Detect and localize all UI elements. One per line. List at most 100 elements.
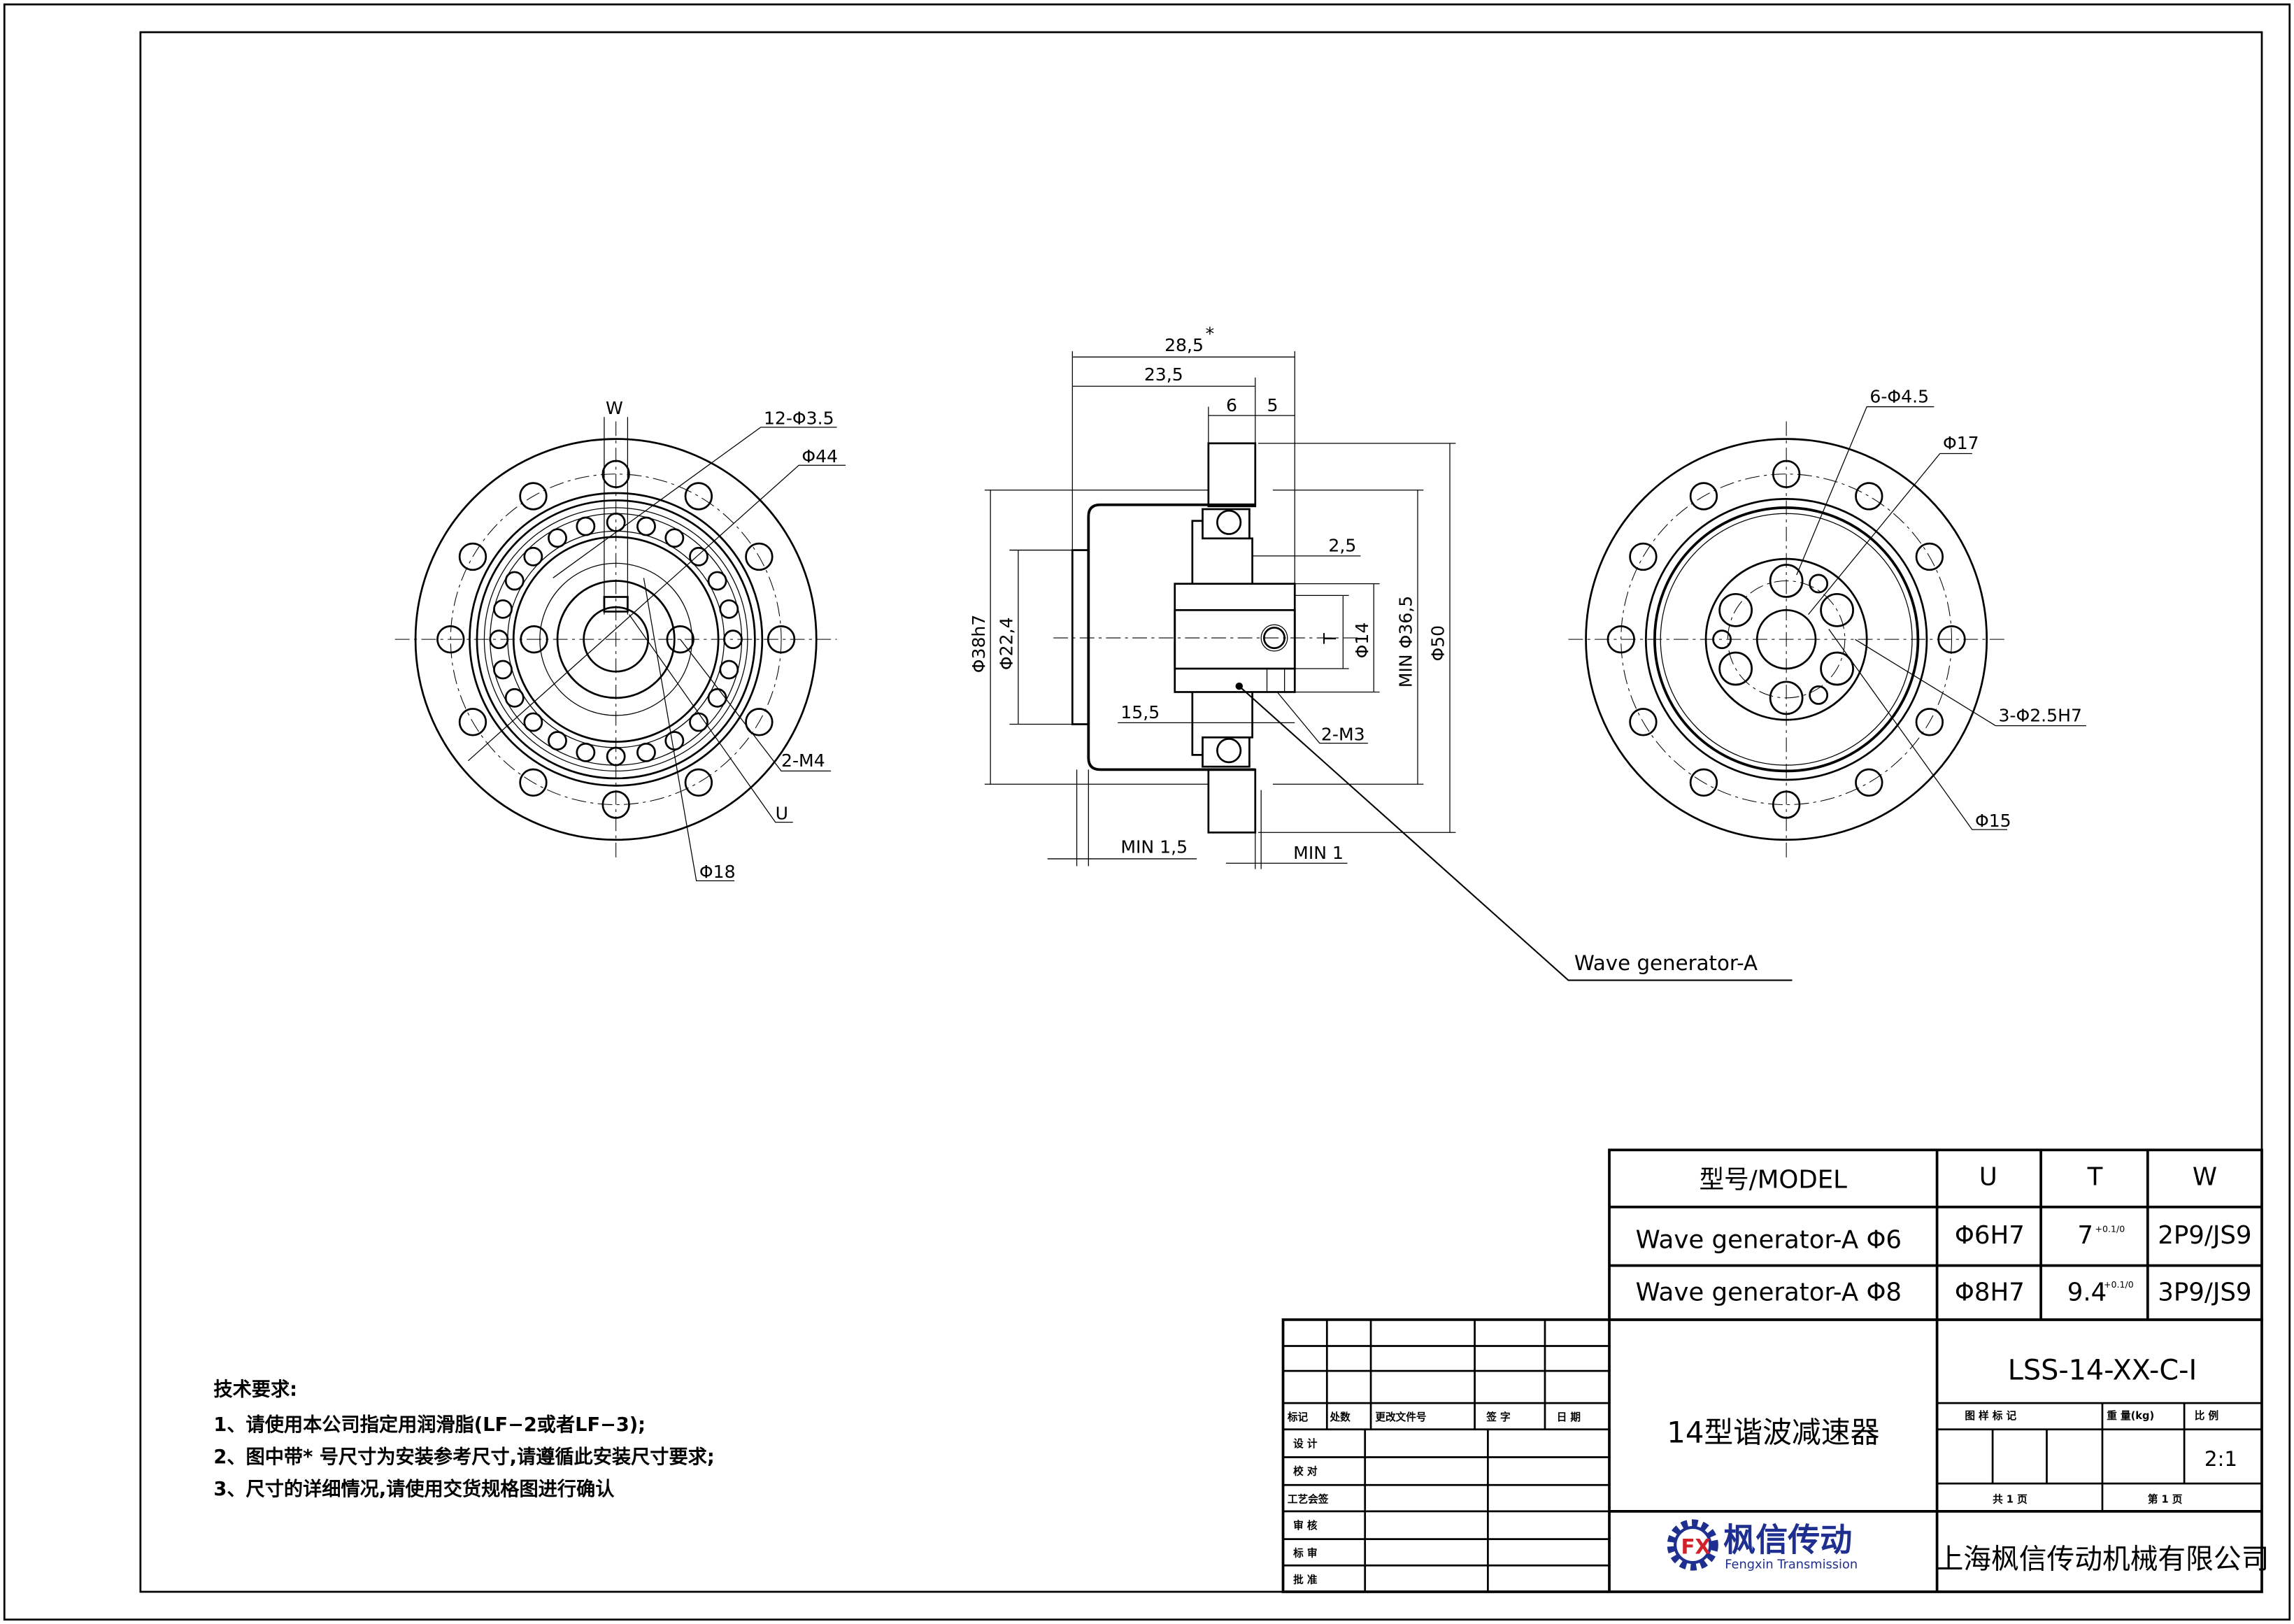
note-2: 2、图中带* 号尺寸为安装参考尺寸,请遵循此安装尺寸要求; bbox=[213, 1446, 714, 1468]
header-model: 型号/MODEL bbox=[1700, 1166, 1848, 1195]
logo-en: Fengxin Transmission bbox=[1725, 1557, 1858, 1572]
pin-hole bbox=[1712, 629, 1732, 650]
row2-w: 3P9/JS9 bbox=[2158, 1278, 2251, 1307]
bolt-hole bbox=[1689, 768, 1718, 797]
bolt-hole bbox=[601, 790, 630, 819]
dim-28-5: 28,5 bbox=[1164, 335, 1204, 355]
product-name: 14型谐波减速器 bbox=[1667, 1416, 1879, 1450]
bolt-hole bbox=[1606, 625, 1635, 654]
mount-hole bbox=[1820, 592, 1854, 627]
dim-u: U bbox=[776, 803, 788, 823]
bearing-ball bbox=[719, 660, 739, 680]
header-w: W bbox=[2193, 1162, 2217, 1191]
label-drawing-mark: 图 样 标 记 bbox=[1965, 1409, 2016, 1422]
dim-min-d36-5: MIN Φ36,5 bbox=[1396, 596, 1416, 688]
bearing-ball bbox=[707, 688, 727, 708]
bolt-hole bbox=[1855, 768, 1883, 797]
page-number: 第 1 页 bbox=[2148, 1493, 2183, 1505]
dim-15-5: 15,5 bbox=[1120, 702, 1160, 722]
company-logo: FX 枫信传动 Fengxin Transmission bbox=[1667, 1519, 1858, 1572]
bearing-ball bbox=[719, 599, 739, 619]
bolt-hole bbox=[1629, 708, 1658, 736]
dim-min-1: MIN 1 bbox=[1293, 843, 1344, 863]
row2-u: Φ8H7 bbox=[1955, 1278, 2025, 1307]
technical-notes: 技术要求: 1、请使用本公司指定用润滑脂(LF−2或者LF−3); 2、图中带*… bbox=[213, 1379, 714, 1500]
dim-w: W bbox=[606, 398, 623, 418]
role-design: 设 计 bbox=[1293, 1437, 1318, 1450]
bearing-ball bbox=[576, 742, 596, 762]
mount-hole bbox=[1769, 564, 1804, 598]
bearing-ball bbox=[504, 571, 525, 591]
bolt-hole bbox=[1689, 482, 1718, 511]
dim-6: 6 bbox=[1226, 395, 1237, 415]
note-3: 3、尺寸的详细情况,请使用交货规格图进行确认 bbox=[213, 1478, 615, 1500]
scale-value: 2:1 bbox=[2204, 1447, 2237, 1471]
bearing-ball bbox=[664, 731, 685, 751]
total-pages: 共 1 页 bbox=[1993, 1493, 2028, 1505]
bearing-ball bbox=[576, 516, 596, 536]
dim-d15: Φ15 bbox=[1975, 811, 2011, 831]
header-u: U bbox=[1979, 1162, 1997, 1191]
role-process: 工艺会签 bbox=[1288, 1493, 1329, 1505]
bearing-ball bbox=[606, 512, 626, 532]
dim-2-m3: 2-M3 bbox=[1321, 725, 1365, 745]
bolt-hole bbox=[1855, 482, 1883, 511]
bearing-ball bbox=[493, 660, 513, 680]
row1-model: Wave generator-A Φ6 bbox=[1636, 1225, 1902, 1254]
pin-hole bbox=[1809, 685, 1829, 705]
role-review: 审 核 bbox=[1293, 1519, 1318, 1532]
dim-t: T bbox=[1320, 632, 1340, 644]
bolt-hole bbox=[745, 542, 774, 571]
bearing-ball bbox=[664, 528, 685, 548]
logo-cn: 枫信传动 bbox=[1723, 1520, 1852, 1558]
note-1: 1、请使用本公司指定用润滑脂(LF−2或者LF−3); bbox=[213, 1413, 646, 1436]
dim-d50: Φ50 bbox=[1428, 625, 1448, 662]
rev-header-count: 处数 bbox=[1329, 1411, 1351, 1423]
drawing-number: LSS-14-XX-C-I bbox=[2008, 1355, 2197, 1387]
row2-model: Wave generator-A Φ8 bbox=[1636, 1278, 1902, 1307]
dim-6-holes: 6-Φ4.5 bbox=[1869, 386, 1929, 406]
bearing-ball bbox=[504, 688, 525, 708]
mount-hole bbox=[1769, 681, 1804, 715]
dim-12-holes: 12-Φ3.5 bbox=[764, 408, 834, 429]
bolt-hole bbox=[745, 708, 774, 736]
mount-hole bbox=[1718, 592, 1753, 627]
pin-hole bbox=[1809, 574, 1829, 594]
label-weight: 重 量(kg) bbox=[2107, 1409, 2154, 1422]
outer-frame bbox=[3, 3, 2291, 1621]
bolt-hole bbox=[436, 625, 465, 654]
bearing-ball bbox=[636, 742, 656, 762]
dim-23-5: 23,5 bbox=[1144, 364, 1183, 385]
inner-frame bbox=[139, 31, 2263, 1593]
bolt-hole bbox=[458, 542, 487, 571]
row1-w: 2P9/JS9 bbox=[2158, 1221, 2251, 1250]
dim-d17: Φ17 bbox=[1943, 433, 1979, 453]
right-view: 6-Φ4.5 Φ17 3-Φ2.5H7 Φ15 bbox=[1568, 386, 2086, 861]
dim-d18: Φ18 bbox=[699, 862, 736, 882]
gear-icon bbox=[1667, 1519, 1718, 1571]
rev-header-sign: 签 字 bbox=[1486, 1411, 1510, 1423]
dim-2-m4: 2-M4 bbox=[781, 750, 825, 771]
title-block: 标记 处数 更改文件号 签 字 日 期 设 计 校 对 工艺会签 审 核 标 审… bbox=[1281, 1318, 2269, 1593]
row2-t: 9.4 bbox=[2067, 1278, 2107, 1307]
dim-5: 5 bbox=[1267, 395, 1278, 415]
star-mark: * bbox=[1206, 323, 1215, 343]
left-view: W 12-Φ3.5 Φ44 2-M4 U Φ18 bbox=[394, 398, 846, 882]
row1-u: Φ6H7 bbox=[1955, 1221, 2025, 1250]
bearing-ball bbox=[689, 546, 708, 567]
bolt-hole bbox=[767, 625, 796, 654]
row2-t-tol: +0.1/0 bbox=[2104, 1279, 2134, 1290]
label-scale: 比 例 bbox=[2195, 1409, 2218, 1422]
bearing-ball bbox=[489, 629, 509, 650]
notes-title: 技术要求: bbox=[213, 1379, 297, 1401]
rev-header-mark: 标记 bbox=[1287, 1411, 1309, 1423]
role-standard: 标 审 bbox=[1292, 1547, 1317, 1560]
dim-d38h7: Φ38h7 bbox=[969, 615, 989, 674]
bolt-hole bbox=[1915, 708, 1944, 736]
model-table: 型号/MODEL U T W Wave generator-A Φ6 Φ6H7 … bbox=[1608, 1148, 2263, 1321]
bolt-hole bbox=[1772, 790, 1801, 819]
bearing-ball bbox=[636, 516, 656, 536]
dim-min-1-5: MIN 1,5 bbox=[1120, 837, 1188, 857]
role-approve: 批 准 bbox=[1293, 1573, 1318, 1586]
